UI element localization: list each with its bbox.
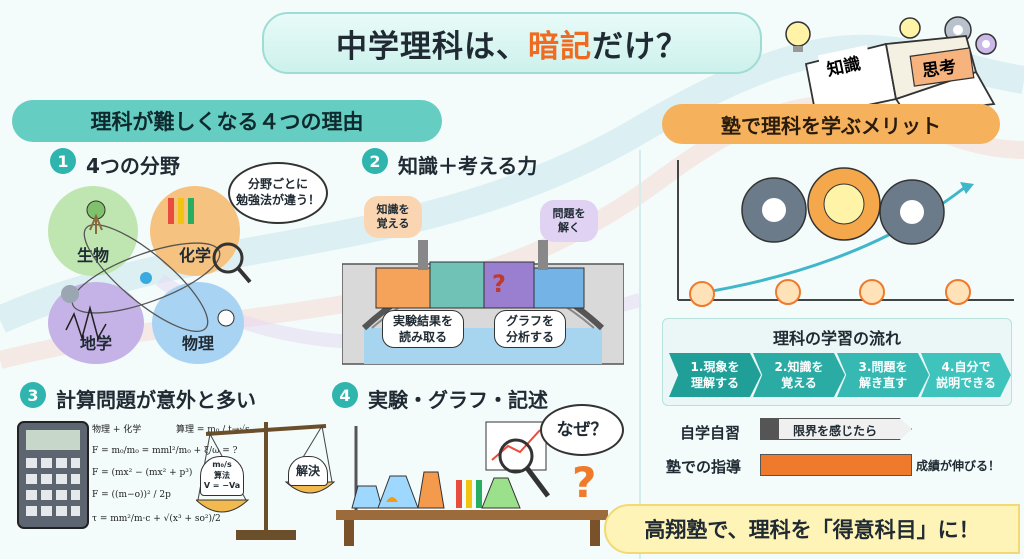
puzzle-piece-icon	[429, 261, 485, 309]
section-1-title: 4つの分野	[86, 154, 180, 178]
circuit-icon	[217, 309, 235, 327]
mountain-icon	[689, 281, 715, 307]
formula-line: 物理 + 化学	[92, 425, 142, 435]
test-tube-icon	[168, 198, 174, 224]
puzzle-piece-icon	[375, 267, 431, 309]
burner-flame-icon	[386, 497, 398, 502]
section-2-number: 2	[362, 148, 388, 174]
cram-school-bar	[760, 454, 912, 476]
formula-line: 算理 = m₀ / t→√s	[176, 425, 250, 435]
atom-icon	[140, 272, 152, 284]
experiment-illustration	[336, 421, 608, 546]
graph-sheet-icon	[485, 421, 547, 471]
calculator-icon	[17, 421, 89, 529]
self-study-bar-text: 限界を感じたら	[793, 424, 878, 438]
page-title: 中学理科は、暗記だけ？	[262, 12, 762, 74]
book-illustration: 知識 思考	[785, 16, 997, 116]
title-prefix: 中学理科は、	[336, 28, 528, 65]
section-3-number: 3	[20, 382, 46, 408]
atom-orbit-icon	[71, 242, 221, 314]
svg-text:?: ?	[492, 270, 506, 298]
title-accent: 暗記	[528, 28, 592, 65]
formula-line: F = (mx² − (mx² + p³)	[92, 468, 193, 478]
human-body-icon	[89, 213, 103, 234]
magnifier-icon	[859, 279, 885, 305]
merit-banner: 塾で理科を学ぶメリット	[662, 104, 1000, 144]
section-4-number: 4	[332, 382, 358, 408]
lightbulb-icon	[945, 279, 971, 305]
section-4-title: 実験・グラフ・記述	[368, 388, 548, 412]
cram-school-bar-text: 成績が伸びる！	[916, 459, 1001, 473]
formula-line: τ = mm²/m·c + √(x³ + so²)/2	[92, 514, 221, 524]
flow-step-4: 4.自分で 説明できる	[921, 353, 1011, 397]
science-icons	[61, 198, 252, 341]
section-1-number: 1	[50, 148, 76, 174]
flask-icon	[481, 477, 521, 509]
section-2-title: 知識＋考える力	[398, 154, 538, 178]
lightbulb-icon	[823, 183, 865, 225]
lightbulb-icon	[785, 21, 811, 47]
chemistry-label: 化学	[178, 246, 211, 265]
scale-right-card: 解決	[288, 456, 328, 486]
learning-flow-title: 理科の学習の流れ	[772, 329, 901, 348]
analyze-graph-label: グラフを 分析する	[494, 310, 566, 348]
section-3-title: 計算問題が意外と多い	[56, 388, 256, 412]
flow-step-2: 2.知識を 覚える	[753, 353, 845, 397]
book-right-text: 思考	[921, 56, 958, 82]
cloud-icon	[61, 285, 79, 303]
flow-step-1: 1.現象を 理解する	[669, 353, 761, 397]
test-tube-icon	[456, 480, 462, 508]
self-study-bar: 限界を感じたら	[760, 418, 912, 440]
formula-line: F = m₀/m₀ = mml²/m₀ + ξ/ω = ?	[92, 446, 238, 456]
bridge-illustration: ?	[342, 240, 624, 365]
earth-science-label: 地学	[79, 334, 112, 353]
growth-chart-illustration	[677, 160, 1014, 307]
cram-school-bar-fill	[761, 455, 911, 475]
self-study-bar-fill	[761, 419, 779, 439]
knowledge-bubble: 知識を 覚える	[364, 196, 422, 238]
puzzle-piece-icon	[533, 267, 585, 309]
chemistry-circle: 化学	[150, 186, 240, 276]
why-bubble: なぜ？	[540, 404, 624, 456]
formula-line: F = ((m−o))² / 2p	[92, 490, 171, 500]
footer-slogan: 高翔塾で、理科を「得意科目」に！	[604, 504, 1020, 554]
seismograph-icon	[65, 305, 107, 341]
read-results-label: 実験結果を 読み取る	[382, 310, 464, 348]
study-method-bubble: 分野ごとに 勉強法が違う！	[228, 162, 328, 224]
scale-left-card: m₀/s 算法 V = −Va	[200, 456, 244, 496]
flow-step-3: 3.問題を 解き直す	[837, 353, 929, 397]
lightbulb-icon	[899, 17, 921, 39]
physics-label: 物理	[181, 334, 214, 353]
flask-icon	[775, 279, 801, 305]
title-suffix: だけ？	[592, 28, 688, 65]
self-study-label: 自学自習	[680, 424, 741, 442]
learning-flow-panel: 理科の学習の流れ 1.現象を 理解する 2.知識を 覚える 3.問題を 解き直す…	[662, 318, 1012, 406]
solve-bubble: 問題を 解く	[540, 200, 598, 242]
magnifier-icon	[212, 242, 244, 274]
flask-icon	[417, 471, 445, 509]
question-mark-icon: ?	[572, 458, 597, 507]
magnifier-icon	[498, 438, 534, 474]
reasons-banner: 理科が難しくなる４つの理由	[12, 100, 442, 142]
cram-school-label: 塾での指導	[666, 458, 742, 476]
